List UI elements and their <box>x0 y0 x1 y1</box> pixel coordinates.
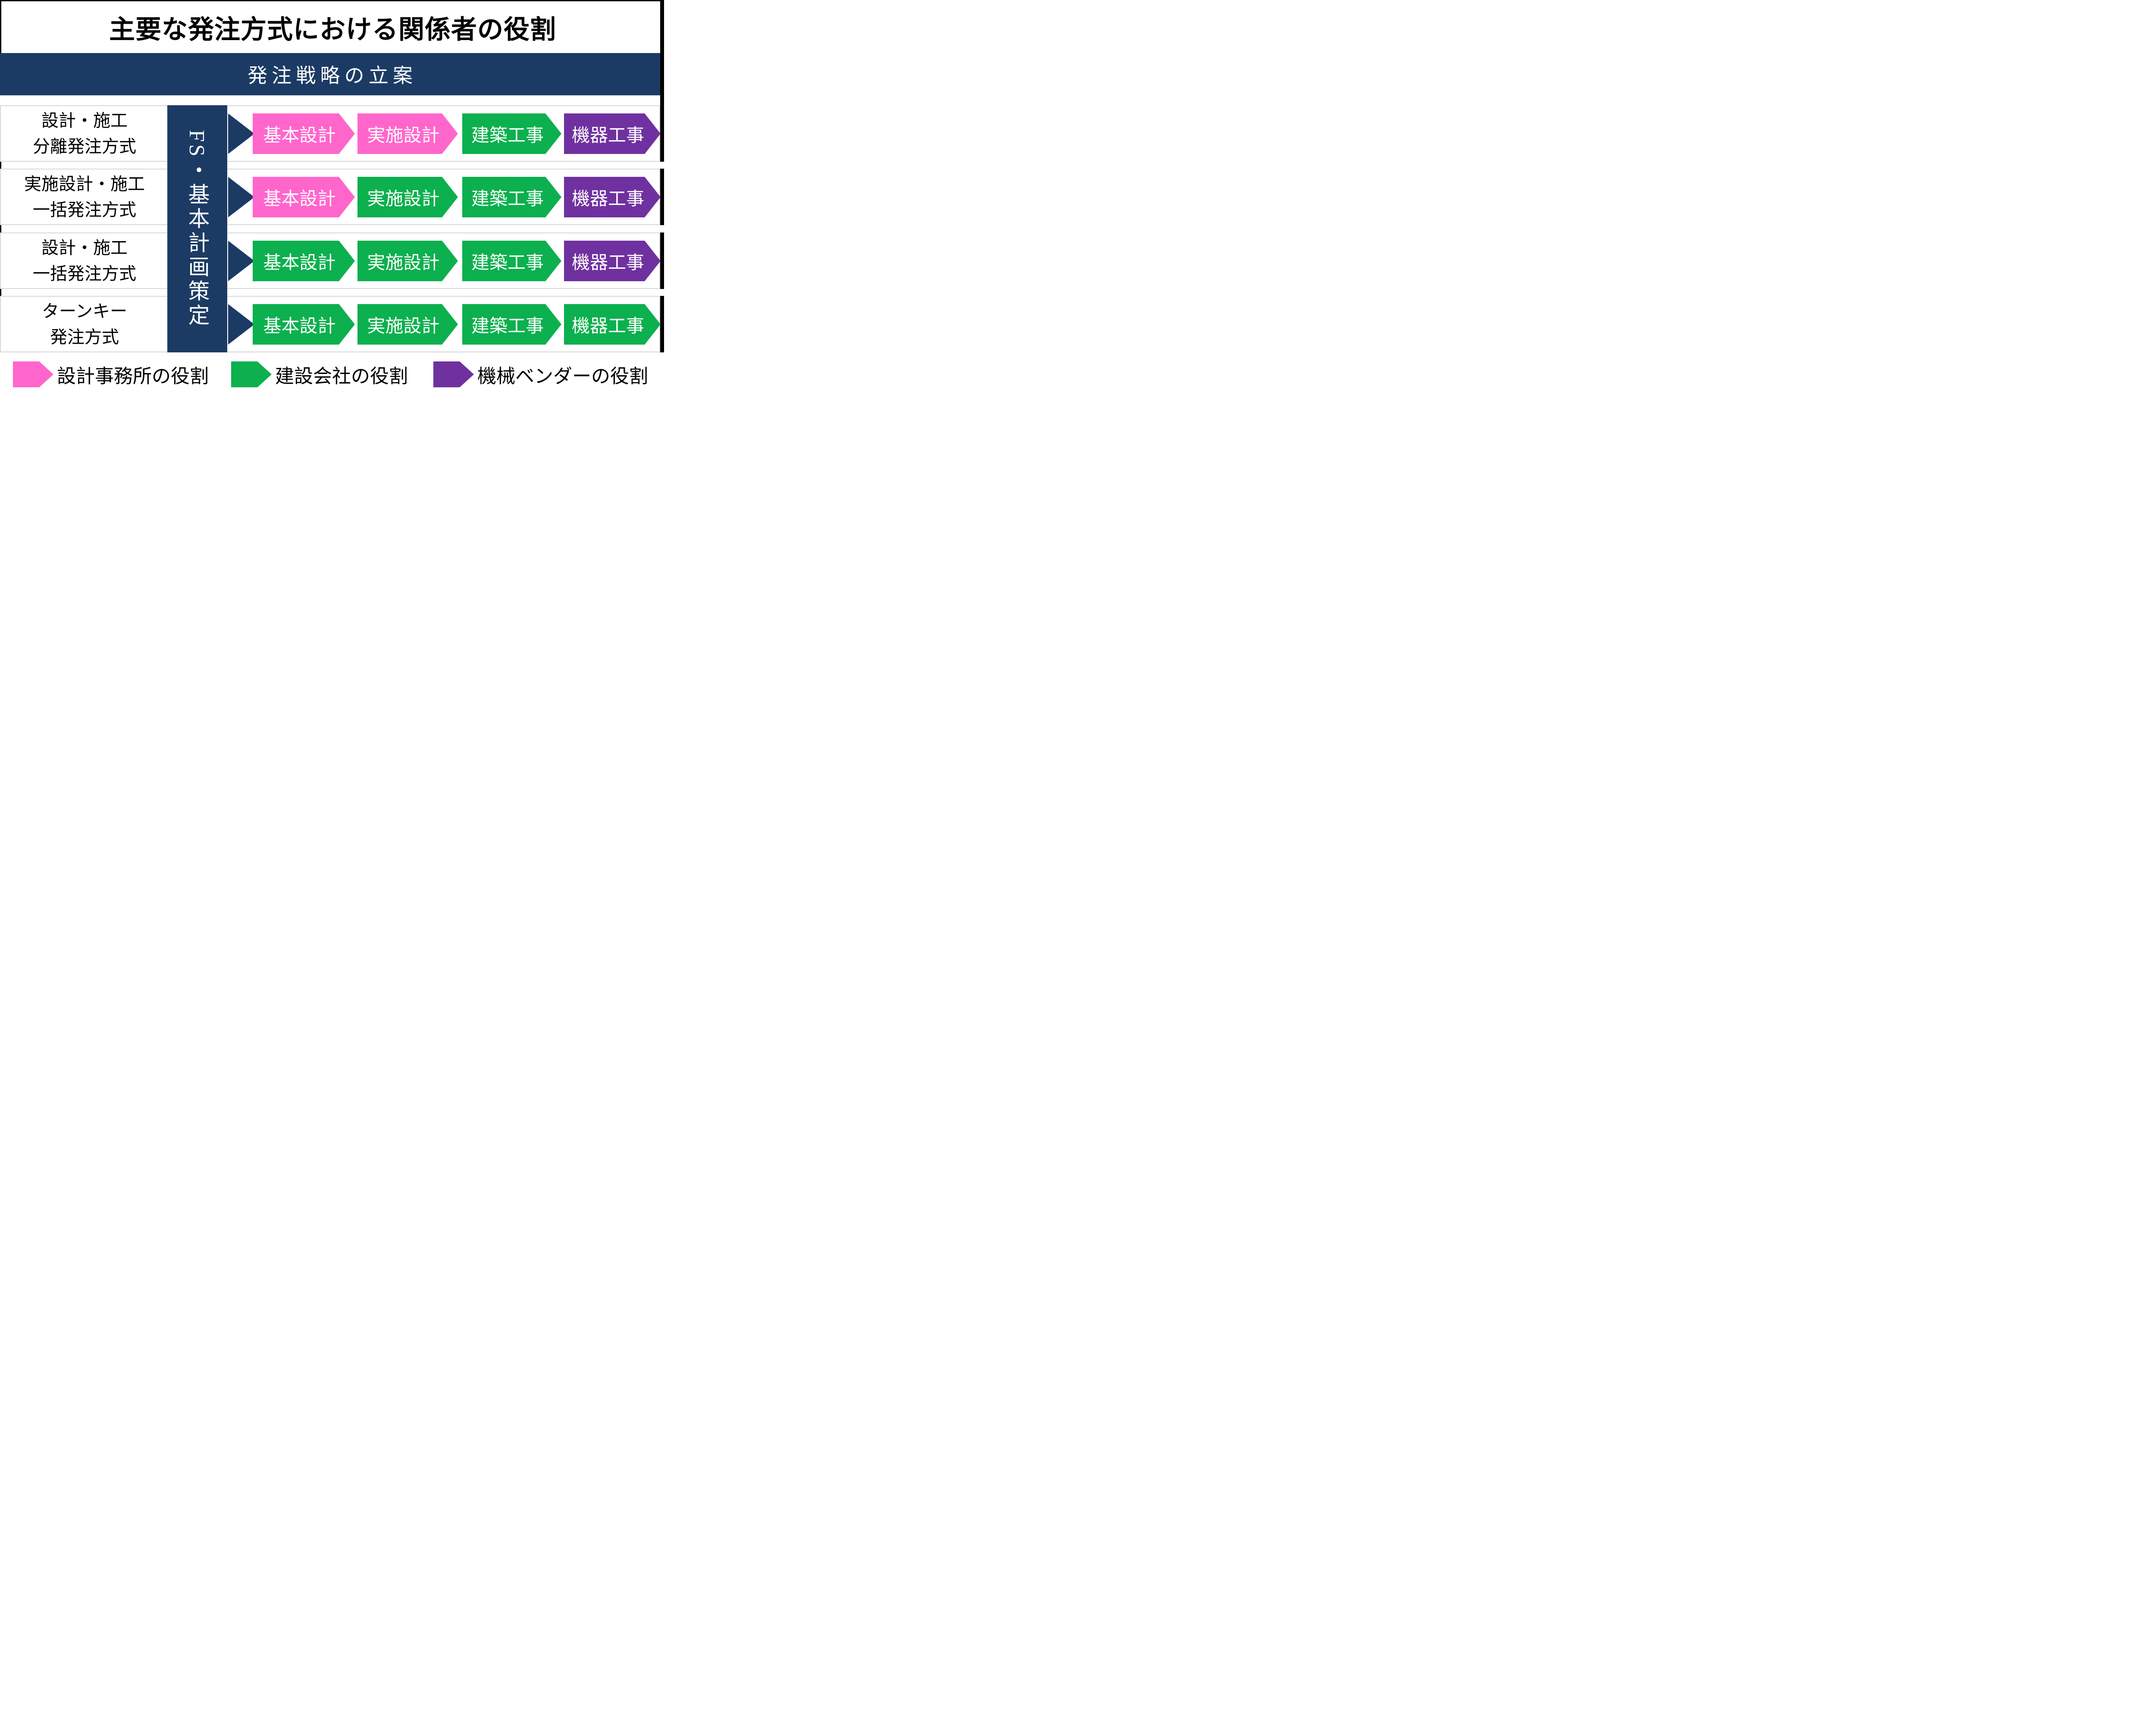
stage-arrow: 基本設計 <box>253 304 355 345</box>
strategy-banner-label: 発注戦略の立案 <box>248 65 417 87</box>
method-row-1-label-line2: 分離発注方式 <box>33 136 136 156</box>
legend-item-machine-vendor: 機械ベンダーの役割 <box>433 361 648 387</box>
left-border-tick <box>0 289 1 296</box>
left-border-tick <box>0 225 1 232</box>
method-row-4-label: ターンキー 発注方式 <box>1 297 168 352</box>
right-triangle-icon <box>228 177 254 217</box>
row-gap <box>0 162 664 169</box>
method-row-3-label-line2: 一括発注方式 <box>33 264 136 283</box>
purple-arrow-icon <box>433 361 474 387</box>
method-row-1: 設計・施工 分離発注方式 基本設計 実施設計 建築工事 機器工事 <box>0 105 660 162</box>
method-row-1-label: 設計・施工 分離発注方式 <box>1 106 168 161</box>
row-gap <box>0 225 664 232</box>
method-row-2-label: 実施設計・施工 一括発注方式 <box>1 170 168 224</box>
right-triangle-icon <box>228 304 254 345</box>
left-border-tick <box>0 162 1 169</box>
method-row-3-label-line1: 設計・施工 <box>41 238 128 257</box>
legend-label: 建設会社の役割 <box>275 366 408 387</box>
method-row-1-label-line1: 設計・施工 <box>41 110 128 130</box>
slide-canvas: 主要な発注方式における関係者の役割 発注戦略の立案 設計・施工 分離発注方式 基… <box>0 0 664 401</box>
stage-arrow: 基本設計 <box>253 113 355 154</box>
pink-arrow-icon <box>13 361 53 387</box>
page-title: 主要な発注方式における関係者の役割 <box>109 15 556 44</box>
method-row-4-label-line2: 発注方式 <box>50 327 119 347</box>
stage-arrow: 建築工事 <box>462 304 561 345</box>
stage-arrow: 実施設計 <box>357 241 458 281</box>
stage-arrow: 機器工事 <box>564 304 661 345</box>
fs-basic-plan-bar-label: FS・基本計画策定 <box>185 129 210 328</box>
stage-arrow: 機器工事 <box>564 241 661 281</box>
legend-label: 機械ベンダーの役割 <box>477 366 648 387</box>
title-bar: 主要な発注方式における関係者の役割 <box>0 0 664 53</box>
right-triangle-icon <box>228 241 254 281</box>
fs-basic-plan-bar: FS・基本計画策定 <box>167 105 227 352</box>
strategy-banner: 発注戦略の立案 <box>0 53 660 95</box>
legend-label: 設計事務所の役割 <box>57 366 209 387</box>
stage-arrow: 基本設計 <box>253 177 355 217</box>
stage-arrow: 建築工事 <box>462 177 561 217</box>
stage-arrow: 機器工事 <box>564 177 661 217</box>
legend-item-design-office: 設計事務所の役割 <box>13 361 209 387</box>
right-triangle-icon <box>228 113 254 154</box>
stage-arrow: 機器工事 <box>564 113 661 154</box>
stage-arrow: 建築工事 <box>462 113 561 154</box>
green-arrow-icon <box>231 361 272 387</box>
stage-arrow: 建築工事 <box>462 241 561 281</box>
method-row-4: ターンキー 発注方式 基本設計 実施設計 建築工事 機器工事 <box>0 296 660 352</box>
method-row-3-label: 設計・施工 一括発注方式 <box>1 233 168 288</box>
stage-arrow: 実施設計 <box>357 304 458 345</box>
method-row-2-label-line1: 実施設計・施工 <box>24 174 145 194</box>
row-gap <box>0 289 664 296</box>
stage-arrow: 実施設計 <box>357 113 458 154</box>
stage-arrow: 実施設計 <box>357 177 458 217</box>
legend-item-construction-company: 建設会社の役割 <box>231 361 408 387</box>
method-row-2: 実施設計・施工 一括発注方式 基本設計 実施設計 建築工事 機器工事 <box>0 169 660 225</box>
stage-arrow: 基本設計 <box>253 241 355 281</box>
right-edge-black-stripe <box>660 0 664 352</box>
method-row-3: 設計・施工 一括発注方式 基本設計 実施設計 建築工事 機器工事 <box>0 232 660 289</box>
method-row-4-label-line1: ターンキー <box>42 301 127 321</box>
method-row-2-label-line2: 一括発注方式 <box>33 200 136 220</box>
